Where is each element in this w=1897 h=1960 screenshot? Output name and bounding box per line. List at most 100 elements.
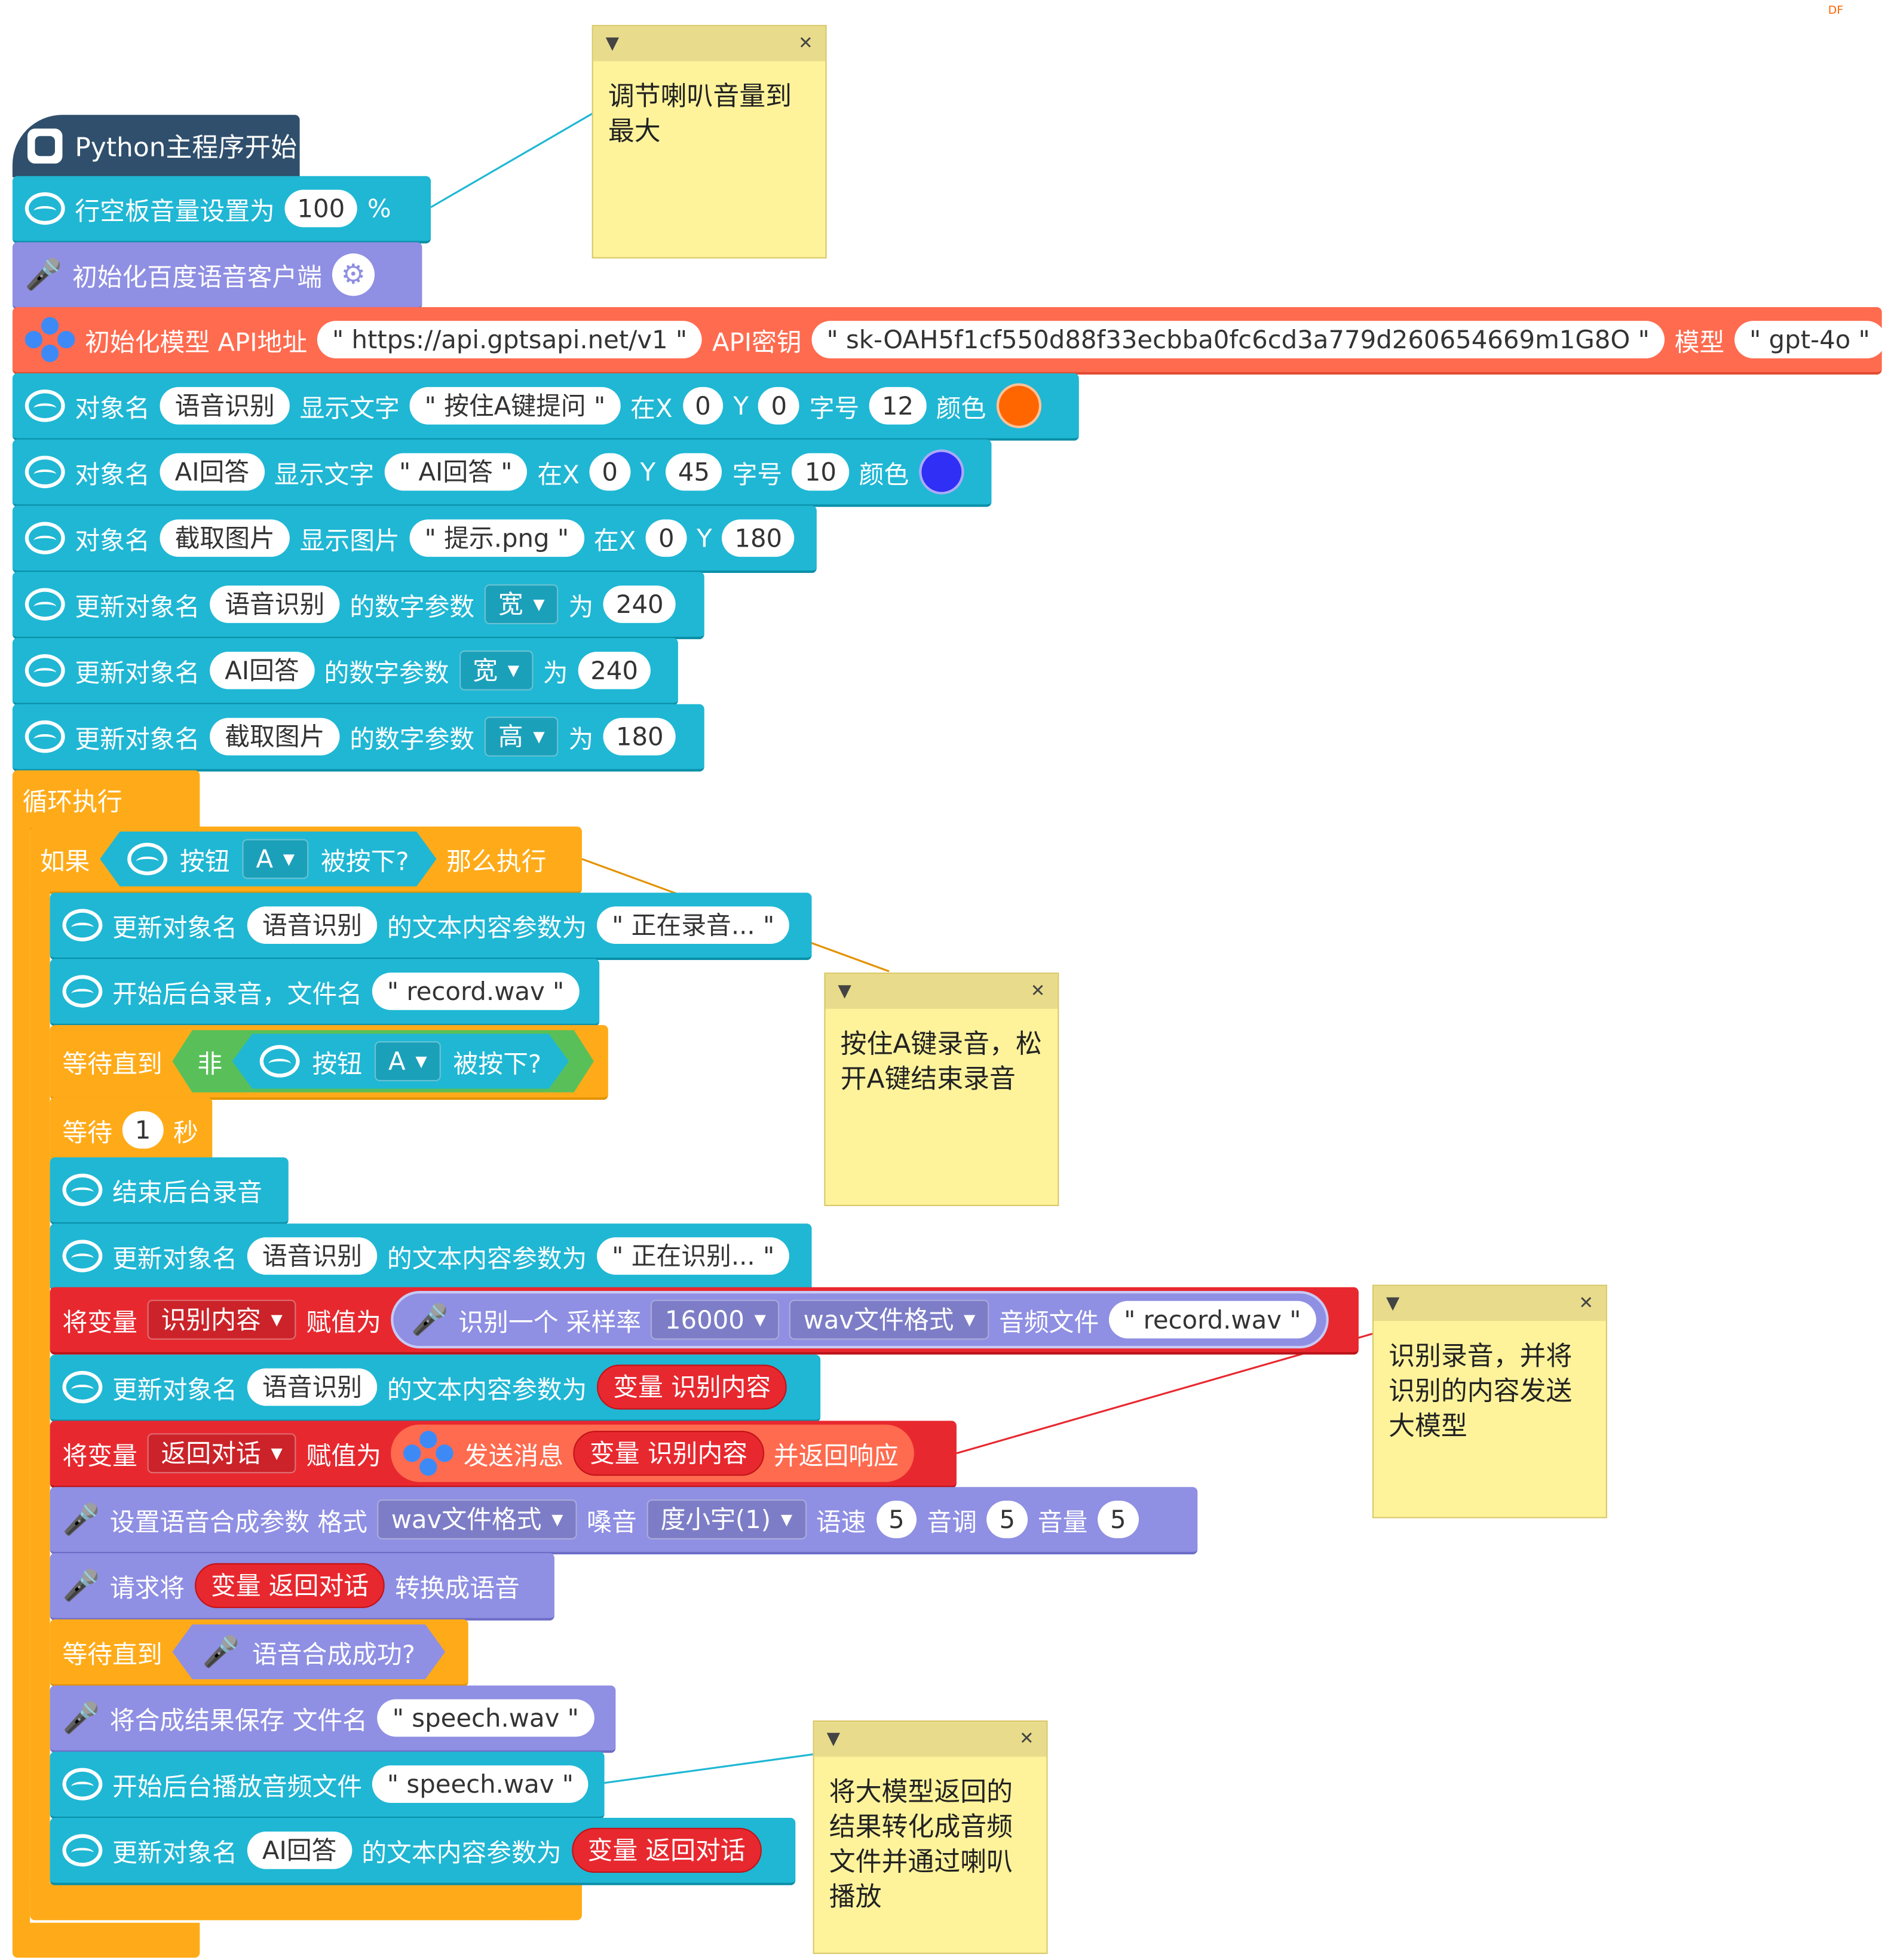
update-number-block-2[interactable]: 更新对象名 AI回答 的数字参数 宽▼ 为 240 bbox=[12, 637, 678, 706]
show-text-block-1[interactable]: 对象名 语音识别 显示文字 " 按住A键提问 " 在X 0 Y 0 字号 12 … bbox=[12, 373, 1079, 441]
image-input[interactable]: " 提示.png " bbox=[409, 519, 584, 557]
set-reply-variable[interactable]: 将变量 返回对话▼ 赋值为 发送消息 变量 识别内容 并返回响应 bbox=[50, 1421, 957, 1489]
value-input[interactable]: 240 bbox=[578, 651, 651, 689]
play-audio-block[interactable]: 开始后台播放音频文件 " speech.wav " bbox=[50, 1752, 605, 1820]
collapse-icon[interactable]: ▼ bbox=[605, 33, 620, 54]
if-block[interactable]: 如果 按钮 A▼ 被按下? 那么执行 bbox=[30, 826, 582, 894]
recognize-reporter[interactable]: 🎤 识别一个 采样率 16000▼ wav文件格式▼ 音频文件 " record… bbox=[391, 1291, 1329, 1349]
gear-icon[interactable]: ⚙ bbox=[332, 253, 375, 296]
set-recognition-variable[interactable]: 将变量 识别内容▼ 赋值为 🎤 识别一个 采样率 16000▼ wav文件格式▼… bbox=[50, 1287, 1359, 1355]
text-input[interactable]: " 正在录音... " bbox=[597, 906, 790, 944]
collapse-icon[interactable]: ▼ bbox=[826, 1729, 841, 1750]
button-dropdown[interactable]: A▼ bbox=[242, 839, 308, 879]
object-name-input[interactable]: 截取图片 bbox=[160, 519, 290, 557]
object-name-input[interactable]: 语音识别 bbox=[247, 906, 378, 944]
variable-reporter[interactable]: 变量 返回对话 bbox=[571, 1827, 762, 1873]
api-key-input[interactable]: " sk-OAH5f1cf550d88f33ecbba0fc6cd3a779d2… bbox=[811, 321, 1665, 358]
y-input[interactable]: 180 bbox=[722, 519, 795, 557]
wait-seconds-block[interactable]: 等待 1 秒 bbox=[50, 1097, 213, 1165]
object-name-input[interactable]: 语音识别 bbox=[247, 1237, 378, 1275]
comment-note-3[interactable]: ▼✕ 识别录音，并将识别的内容发送大模型 bbox=[1372, 1284, 1607, 1519]
y-input[interactable]: 0 bbox=[758, 387, 799, 425]
program-start-hat[interactable]: Python主程序开始 bbox=[12, 115, 300, 177]
not-operator[interactable]: 非 按钮 A▼ 被按下? bbox=[172, 1030, 593, 1093]
object-name-input[interactable]: 语音识别 bbox=[247, 1368, 378, 1406]
close-icon[interactable]: ✕ bbox=[798, 33, 813, 54]
object-name-input[interactable]: AI回答 bbox=[210, 651, 314, 689]
wait-until-tts-block[interactable]: 等待直到 🎤 语音合成成功? bbox=[50, 1619, 468, 1687]
y-input[interactable]: 45 bbox=[665, 453, 722, 491]
comment-note-1[interactable]: ▼✕ 调节喇叭音量到最大 bbox=[592, 24, 827, 259]
init-baidu-block[interactable]: 🎤 初始化百度语音客户端 ⚙ bbox=[12, 242, 422, 310]
update-text-recognized[interactable]: 更新对象名 语音识别 的文本内容参数为 变量 识别内容 bbox=[50, 1354, 821, 1422]
param-dropdown[interactable]: 宽▼ bbox=[459, 650, 534, 691]
collapse-icon[interactable]: ▼ bbox=[1386, 1293, 1400, 1314]
font-size-input[interactable]: 10 bbox=[792, 453, 849, 491]
show-text-block-2[interactable]: 对象名 AI回答 显示文字 " AI回答 " 在X 0 Y 45 字号 10 颜… bbox=[12, 439, 992, 507]
button-dropdown[interactable]: A▼ bbox=[375, 1041, 441, 1081]
x-input[interactable]: 0 bbox=[589, 453, 630, 491]
close-icon[interactable]: ✕ bbox=[1030, 981, 1046, 1002]
format-dropdown[interactable]: wav文件格式▼ bbox=[789, 1299, 989, 1340]
send-message-reporter[interactable]: 发送消息 变量 识别内容 并返回响应 bbox=[391, 1424, 914, 1482]
object-name-input[interactable]: 语音识别 bbox=[210, 585, 340, 623]
update-number-block-1[interactable]: 更新对象名 语音识别 的数字参数 宽▼ 为 240 bbox=[12, 572, 704, 640]
param-dropdown[interactable]: 宽▼ bbox=[484, 584, 559, 624]
button-pressed-condition[interactable]: 按钮 A▼ 被按下? bbox=[100, 832, 436, 887]
model-input[interactable]: " gpt-4o " bbox=[1734, 321, 1885, 358]
stop-recording-block[interactable]: 结束后台录音 bbox=[50, 1157, 289, 1225]
object-name-input[interactable]: 语音识别 bbox=[160, 387, 290, 425]
x-input[interactable]: 0 bbox=[646, 519, 687, 557]
x-input[interactable]: 0 bbox=[682, 387, 724, 425]
update-number-block-3[interactable]: 更新对象名 截取图片 的数字参数 高▼ 为 180 bbox=[12, 704, 704, 772]
start-recording-block[interactable]: 开始后台录音，文件名 " record.wav " bbox=[50, 959, 600, 1026]
value-input[interactable]: 180 bbox=[603, 717, 676, 756]
tts-request-block[interactable]: 🎤 请求将 变量 返回对话 转换成语音 bbox=[50, 1553, 554, 1621]
filename-input[interactable]: " speech.wav " bbox=[372, 1765, 589, 1803]
sample-rate-dropdown[interactable]: 16000▼ bbox=[651, 1299, 780, 1340]
volume-block[interactable]: 行空板音量设置为 100 % bbox=[12, 176, 431, 244]
text-input[interactable]: " 正在识别... " bbox=[597, 1237, 790, 1275]
color-swatch[interactable] bbox=[918, 449, 964, 495]
comment-note-2[interactable]: ▼✕ 按住A键录音，松开A键结束录音 bbox=[824, 973, 1059, 1206]
volume-input[interactable]: 100 bbox=[284, 189, 358, 228]
tts-settings-block[interactable]: 🎤 设置语音合成参数 格式 wav文件格式▼ 嗓音 度小宇(1)▼ 语速 5 音… bbox=[50, 1487, 1198, 1555]
update-text-recording[interactable]: 更新对象名 语音识别 的文本内容参数为 " 正在录音... " bbox=[50, 892, 812, 961]
color-swatch[interactable] bbox=[996, 383, 1041, 428]
audio-file-input[interactable]: " record.wav " bbox=[1108, 1300, 1316, 1339]
speed-input[interactable]: 5 bbox=[876, 1501, 917, 1538]
pitch-input[interactable]: 5 bbox=[986, 1501, 1028, 1538]
init-model-block[interactable]: 初始化模型 API地址 " https://api.gptsapi.net/v1… bbox=[12, 307, 1885, 375]
forever-loop[interactable]: 循环执行 bbox=[12, 770, 200, 830]
tts-success-condition[interactable]: 🎤 语音合成成功? bbox=[172, 1624, 445, 1679]
text-input[interactable]: " 按住A键提问 " bbox=[409, 387, 621, 425]
wait-until-block[interactable]: 等待直到 非 按钮 A▼ 被按下? bbox=[50, 1025, 608, 1100]
value-input[interactable]: 240 bbox=[603, 585, 676, 623]
volume-input[interactable]: 5 bbox=[1098, 1501, 1139, 1538]
button-pressed-condition[interactable]: 按钮 A▼ 被按下? bbox=[232, 1034, 569, 1089]
object-name-input[interactable]: AI回答 bbox=[247, 1832, 352, 1869]
param-dropdown[interactable]: 高▼ bbox=[484, 716, 559, 757]
close-icon[interactable]: ✕ bbox=[1579, 1293, 1593, 1314]
api-url-input[interactable]: " https://api.gptsapi.net/v1 " bbox=[317, 321, 703, 358]
voice-dropdown[interactable]: 度小宇(1)▼ bbox=[646, 1499, 807, 1539]
variable-dropdown[interactable]: 识别内容▼ bbox=[147, 1299, 296, 1340]
filename-input[interactable]: " speech.wav " bbox=[377, 1699, 594, 1737]
font-size-input[interactable]: 12 bbox=[869, 387, 927, 425]
save-tts-block[interactable]: 🎤 将合成结果保存 文件名 " speech.wav " bbox=[50, 1685, 616, 1753]
variable-reporter[interactable]: 变量 返回对话 bbox=[194, 1563, 385, 1608]
comment-note-4[interactable]: ▼✕ 将大模型返回的结果转化成音频文件并通过喇叭播放 bbox=[813, 1720, 1048, 1954]
show-image-block[interactable]: 对象名 截取图片 显示图片 " 提示.png " 在X 0 Y 180 bbox=[12, 505, 817, 573]
update-text-reply[interactable]: 更新对象名 AI回答 的文本内容参数为 变量 返回对话 bbox=[50, 1818, 796, 1885]
variable-reporter[interactable]: 变量 识别内容 bbox=[597, 1364, 787, 1410]
object-name-input[interactable]: AI回答 bbox=[160, 453, 265, 491]
object-name-input[interactable]: 截取图片 bbox=[210, 717, 340, 756]
collapse-icon[interactable]: ▼ bbox=[838, 981, 851, 1002]
seconds-input[interactable]: 1 bbox=[122, 1111, 164, 1149]
variable-dropdown[interactable]: 返回对话▼ bbox=[147, 1433, 296, 1474]
filename-input[interactable]: " record.wav " bbox=[372, 973, 580, 1010]
update-text-recognizing[interactable]: 更新对象名 语音识别 的文本内容参数为 " 正在识别... " bbox=[50, 1223, 812, 1292]
text-input[interactable]: " AI回答 " bbox=[384, 453, 528, 491]
variable-reporter[interactable]: 变量 识别内容 bbox=[573, 1431, 764, 1476]
close-icon[interactable]: ✕ bbox=[1019, 1729, 1034, 1750]
